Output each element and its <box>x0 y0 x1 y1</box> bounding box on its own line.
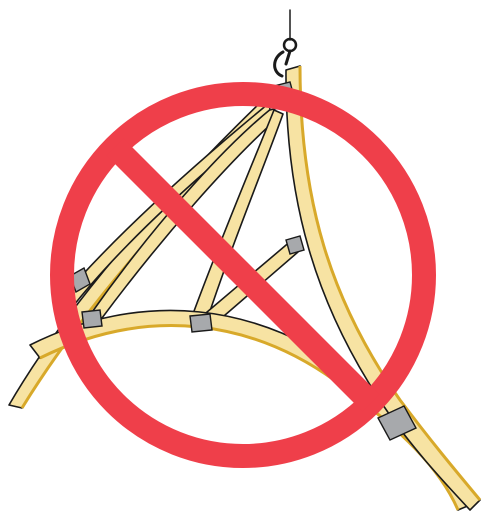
bracket-brace <box>286 236 304 254</box>
bracket-center <box>190 314 212 332</box>
bracket-lower-left <box>82 310 102 328</box>
